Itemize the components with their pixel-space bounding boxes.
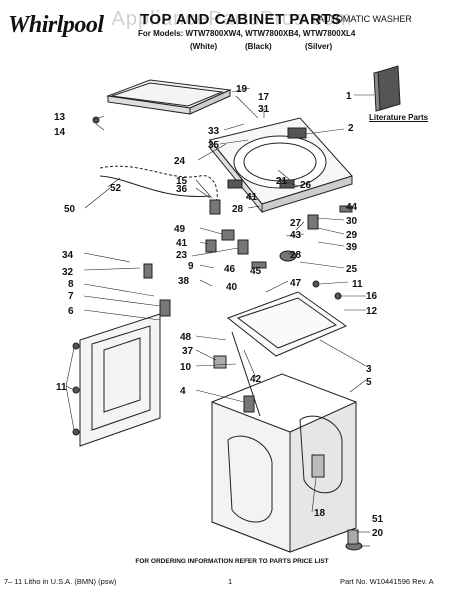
callout: 33 (208, 126, 220, 137)
callout: 2 (348, 123, 354, 134)
callout: 38 (178, 276, 190, 287)
callout: 36 (176, 184, 188, 195)
cabinet-main (211, 373, 357, 553)
cabinet-side (79, 313, 161, 447)
callout: 21 (276, 176, 288, 187)
callout: 16 (366, 291, 378, 302)
callout: 11 (56, 382, 67, 393)
callout: 28 (232, 204, 244, 215)
callout: 52 (110, 183, 122, 194)
callout: 13 (54, 112, 66, 123)
callout: 41 (246, 192, 258, 203)
callout: 25 (346, 264, 358, 275)
callout: 3 (366, 364, 372, 375)
callout: 35 (208, 140, 220, 151)
model-list: For Models: WTW7800XW4, WTW7800XB4, WTW7… (138, 29, 356, 38)
callout: 31 (258, 104, 270, 115)
wire-harness (99, 165, 218, 205)
callout: 45 (250, 266, 262, 277)
callout: 32 (62, 267, 74, 278)
callout: 8 (68, 279, 74, 290)
watermark: AppliancePartsPros.com (111, 8, 353, 30)
top-panel (209, 117, 353, 214)
callout: 30 (346, 216, 358, 227)
callout: 18 (314, 508, 326, 519)
color-black: (Black) (245, 42, 272, 51)
callout: 23 (176, 250, 188, 261)
callout: 51 (372, 514, 384, 525)
page-number: 1 (228, 577, 233, 586)
callout: 44 (346, 202, 358, 213)
callout: 4 (180, 386, 186, 397)
callout: 17 (258, 92, 270, 103)
callout: 50 (64, 204, 76, 215)
literature-parts-label: Literature Parts (369, 113, 429, 122)
callout: 1 (346, 91, 352, 102)
callout: 24 (174, 156, 186, 167)
ordering-note: FOR ORDERING INFORMATION REFER TO PARTS … (135, 558, 329, 565)
callout: 34 (62, 250, 74, 261)
callout: 26 (300, 180, 312, 191)
callout: 40 (226, 282, 238, 293)
brand-logo: Whirlpool (8, 12, 104, 38)
color-white: (White) (190, 42, 218, 51)
callout: 7 (68, 291, 74, 302)
litho-info: 7– 11 Litho in U.S.A. (BMN) (psw) (4, 577, 117, 586)
callout: 9 (188, 261, 194, 272)
page-title: TOP AND CABINET PARTS (140, 11, 342, 28)
callout: 41 (176, 238, 188, 249)
callout: 12 (366, 306, 378, 317)
callout: 27 (290, 218, 302, 229)
callout: 20 (372, 528, 384, 539)
callout: 43 (290, 230, 302, 241)
callout: 10 (180, 362, 192, 373)
callout: 49 (174, 224, 186, 235)
callout: 28 (290, 250, 302, 261)
callout: 39 (346, 242, 358, 253)
callout: 48 (180, 332, 192, 343)
color-silver: (Silver) (305, 42, 333, 51)
cabinet-rim (226, 291, 348, 357)
callout: 11 (352, 279, 363, 290)
callout: 37 (182, 346, 194, 357)
callout: 42 (250, 374, 262, 385)
callout: 29 (346, 230, 358, 241)
callout: 5 (366, 377, 372, 388)
callout: 6 (68, 306, 74, 317)
top-lid (106, 79, 232, 115)
appliance-type: AUTOMATIC WASHER (318, 14, 412, 24)
literature-booklet-icon (373, 65, 401, 112)
callout: 19 (236, 84, 248, 95)
part-number: Part No. W10441596 Rev. A (340, 577, 434, 586)
callout: 46 (224, 264, 236, 275)
callout: 14 (54, 127, 66, 138)
callout: 47 (290, 278, 302, 289)
callout: 15 (176, 176, 188, 187)
